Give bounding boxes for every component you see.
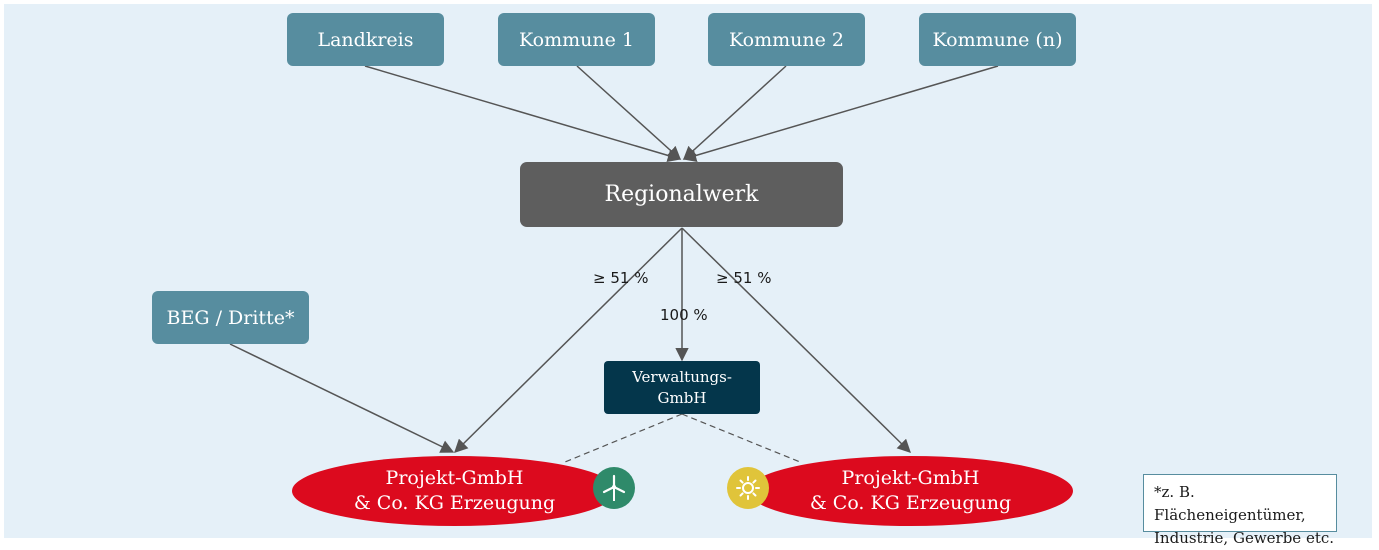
node-kommune-1: Kommune 1 xyxy=(498,13,655,66)
project-left-line-2: & Co. KG Erzeugung xyxy=(353,492,556,514)
share-label-center: 100 % xyxy=(660,306,708,324)
node-verwaltung-gmbh: Verwaltungs- GmbH xyxy=(604,361,760,414)
sun-icon xyxy=(727,467,769,509)
edge-kommune2-regionalwerk xyxy=(683,65,787,160)
project-right-line-1: Projekt-GmbH xyxy=(841,467,980,489)
footnote-line-2: Industrie, Gewerbe etc. xyxy=(1154,529,1335,547)
node-regionalwerk: Regionalwerk xyxy=(520,162,843,227)
verwaltung-line-1: Verwaltungs- xyxy=(632,367,732,386)
project-left-line-1: Projekt-GmbH xyxy=(385,467,524,489)
edge-kommune1-regionalwerk xyxy=(576,65,682,160)
edge-regionalwerk-project-left xyxy=(454,227,683,453)
footnote: *z. B. Flächeneigentümer, Industrie, Gew… xyxy=(1143,474,1337,547)
node-landkreis: Landkreis xyxy=(287,13,444,66)
node-project-left: Projekt-GmbH & Co. KG Erzeugung xyxy=(292,456,617,526)
diagram-canvas xyxy=(4,4,1372,538)
dashed-verwaltung-project-right xyxy=(681,413,801,463)
edge-third-party-project-left xyxy=(229,343,455,453)
node-third-party: BEG / Dritte* xyxy=(152,291,309,344)
dashed-verwaltung-project-left xyxy=(564,413,683,463)
share-label-left: ≥ 51 % xyxy=(593,269,649,287)
edge-regionalwerk-project-right xyxy=(681,227,911,453)
verwaltung-line-2: GmbH xyxy=(657,388,707,407)
node-kommune-2: Kommune 2 xyxy=(708,13,865,66)
node-kommune-n: Kommune (n) xyxy=(919,13,1076,66)
edge-landkreis-regionalwerk xyxy=(364,65,682,163)
footnote-line-1: *z. B. Flächeneigentümer, xyxy=(1154,483,1306,524)
share-label-right: ≥ 51 % xyxy=(716,269,772,287)
wind-turbine-icon xyxy=(593,467,635,509)
node-project-right: Projekt-GmbH & Co. KG Erzeugung xyxy=(748,456,1073,526)
edge-kommunen-regionalwerk xyxy=(682,65,999,163)
project-right-line-2: & Co. KG Erzeugung xyxy=(809,492,1012,514)
